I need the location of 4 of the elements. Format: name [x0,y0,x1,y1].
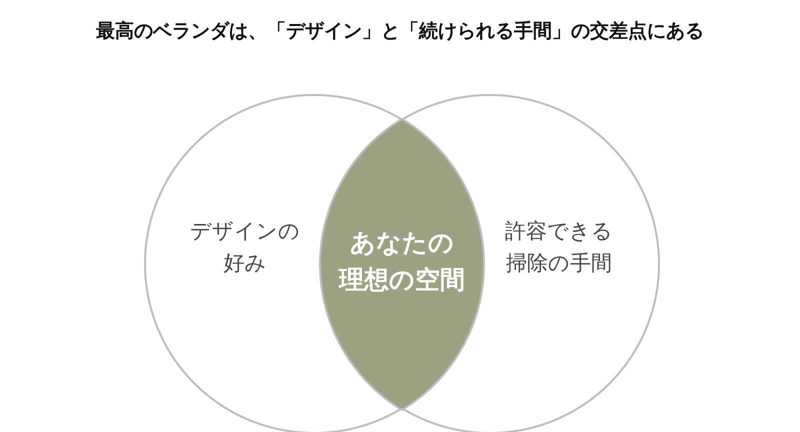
circle-label: 許容できる掃除の手間 [504,218,614,276]
circle-label: デザインの好み [189,218,301,276]
overlap-label: あなたの理想の空間 [338,226,466,296]
title: 最高のベランダは、「デザイン」と「続けられる手間」の交差点にある [95,19,705,44]
